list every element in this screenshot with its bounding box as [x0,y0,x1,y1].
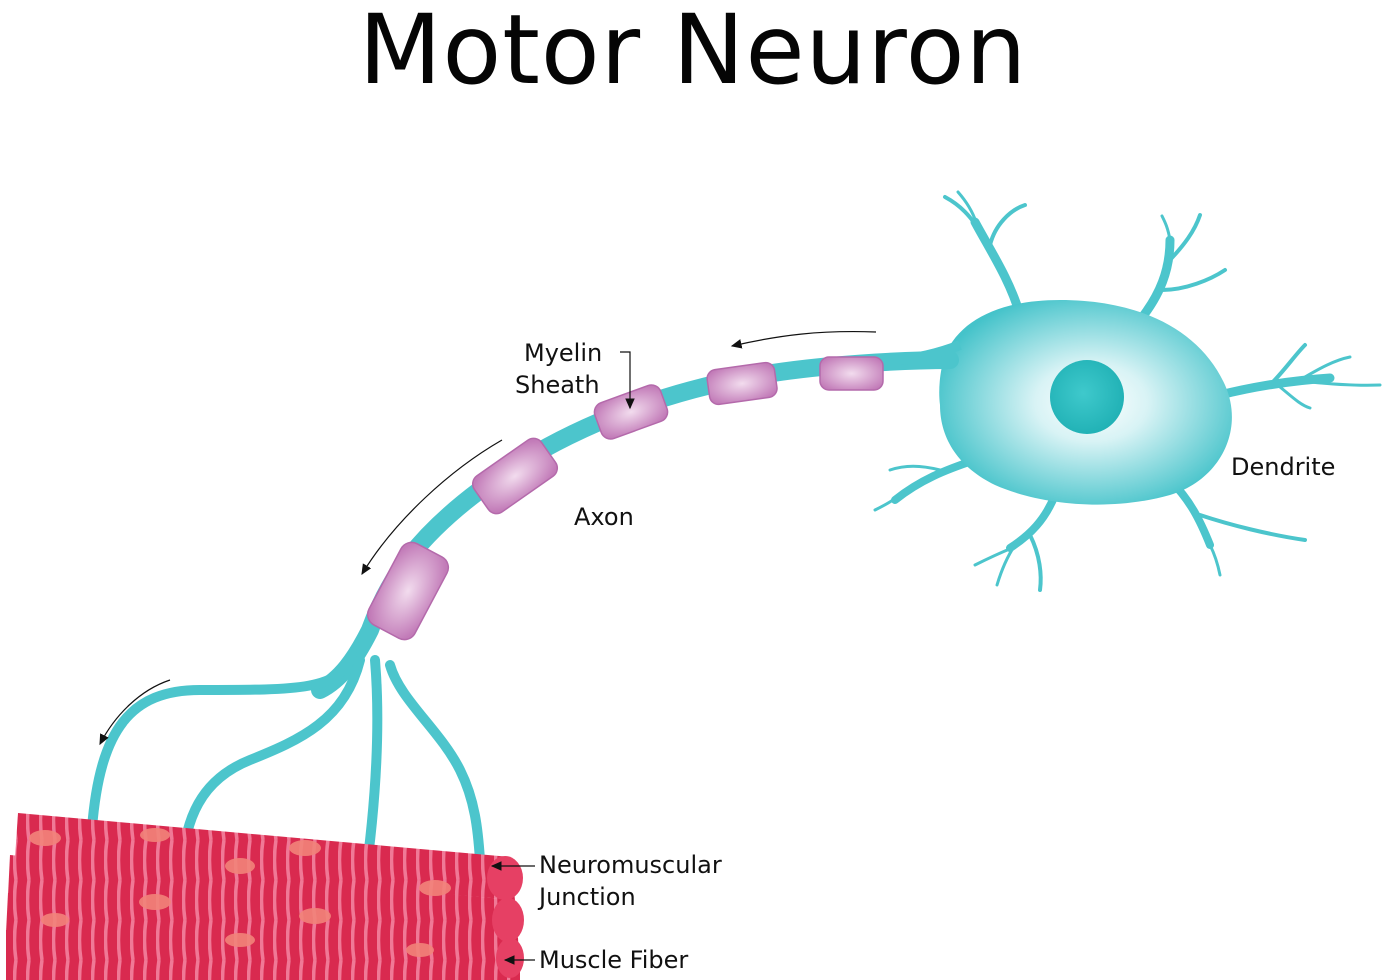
axon-label: Axon [574,503,634,531]
myelin-sheaths [366,356,884,641]
muscle-fiber-label: Muscle Fiber [539,946,689,974]
myelin-sheath-label-line2: Sheath [515,371,600,399]
dendrites [873,190,1382,592]
neuromuscular-label-line2: Junction [539,883,636,911]
myelin-sheath-label: Myelin Sheath [515,337,603,401]
neuromuscular-junction-label: Neuromuscular Junction [539,849,722,913]
muscle-fibers [6,813,524,980]
label-leaders [490,351,635,965]
myelin-sheath-label-line1: Myelin [524,339,603,367]
signal-direction-arrows [99,330,877,746]
nucleus [1050,360,1124,434]
neuromuscular-label-line1: Neuromuscular [539,851,722,879]
dendrite-label: Dendrite [1231,453,1336,481]
page-title: Motor Neuron [358,0,1028,106]
